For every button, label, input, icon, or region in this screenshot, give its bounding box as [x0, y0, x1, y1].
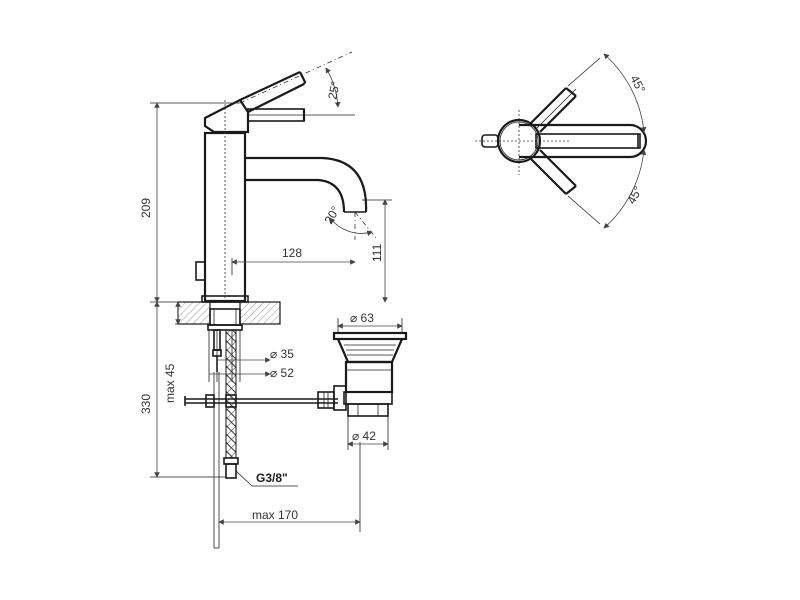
- dim-phi-42: ⌀ 42: [352, 429, 376, 443]
- spout: [245, 156, 368, 213]
- popup-waste: ⌀ 63 ⌀ 42: [317, 311, 408, 450]
- dim-max-45: max 45: [163, 363, 177, 403]
- top-view: 45° 45°: [475, 53, 648, 229]
- dim-phi-35: ⌀ 35: [270, 347, 294, 361]
- dim-209: 209: [139, 198, 153, 218]
- top-angle-lower: 45°: [624, 184, 645, 207]
- countertop: [177, 301, 281, 325]
- spout-angle-label: 20°: [321, 204, 342, 227]
- dim-phi-52: ⌀ 52: [270, 366, 294, 380]
- dim-111: 111: [370, 243, 384, 262]
- fixing-assembly: [207, 308, 243, 372]
- dim-128: 128: [282, 246, 302, 260]
- side-button: [195, 261, 206, 281]
- dim-330: 330: [139, 394, 153, 414]
- top-view-body: [496, 118, 542, 164]
- side-view: 25° 20° 209 128 111: [139, 51, 392, 549]
- thread-label: G3/8": [256, 471, 288, 485]
- top-view-lever-upper: [529, 87, 577, 133]
- handle-block: [203, 71, 307, 134]
- popup-rod: [184, 394, 338, 408]
- dim-max-170: max 170: [252, 508, 298, 522]
- dim-phi-63: ⌀ 63: [350, 311, 374, 325]
- handle-angle-label: 25°: [325, 80, 343, 101]
- top-view-lever-lower: [529, 149, 577, 195]
- top-angle-upper: 45°: [627, 73, 648, 96]
